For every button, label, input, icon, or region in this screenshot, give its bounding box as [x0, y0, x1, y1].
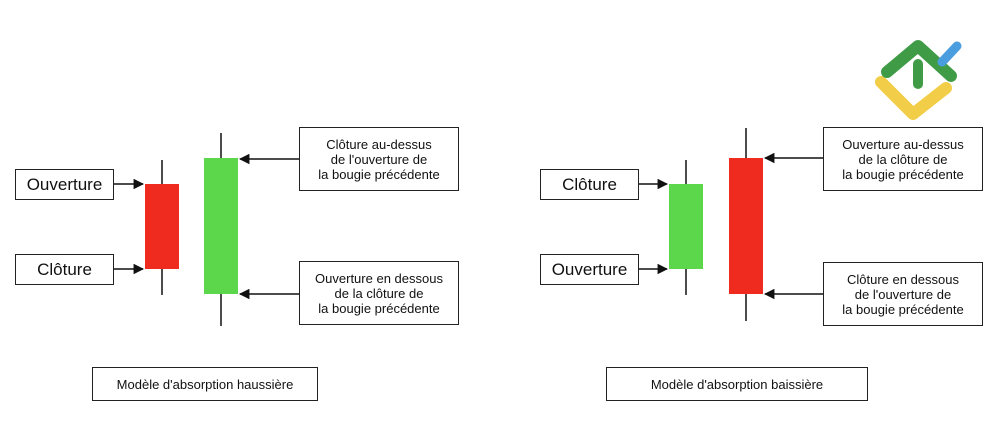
right-top-note: Ouverture au-dessus de la clôture de la …: [823, 127, 983, 191]
right-bottom-note: Clôture en dessous de l'ouverture de la …: [823, 262, 983, 326]
left-open-label: Ouverture: [15, 169, 114, 200]
small-bullish-candle: [669, 184, 703, 269]
left-top-note: Clôture au-dessus de l'ouverture de la b…: [299, 127, 459, 191]
right-close-label: Clôture: [540, 169, 639, 200]
small-bearish-candle: [145, 184, 179, 269]
left-close-label: Clôture: [15, 254, 114, 285]
bullish-engulfing-pattern: [113, 133, 300, 326]
litefinance-logo-icon: [875, 40, 962, 120]
bearish-engulfing-pattern: [638, 128, 824, 321]
right-open-label: Ouverture: [540, 254, 639, 285]
large-bearish-candle: [729, 158, 763, 294]
left-pattern-caption: Modèle d'absorption haussière: [92, 367, 318, 401]
left-bottom-note: Ouverture en dessous de la clôture de la…: [299, 261, 459, 325]
large-bullish-candle: [204, 158, 238, 294]
right-pattern-caption: Modèle d'absorption baissière: [606, 367, 868, 401]
